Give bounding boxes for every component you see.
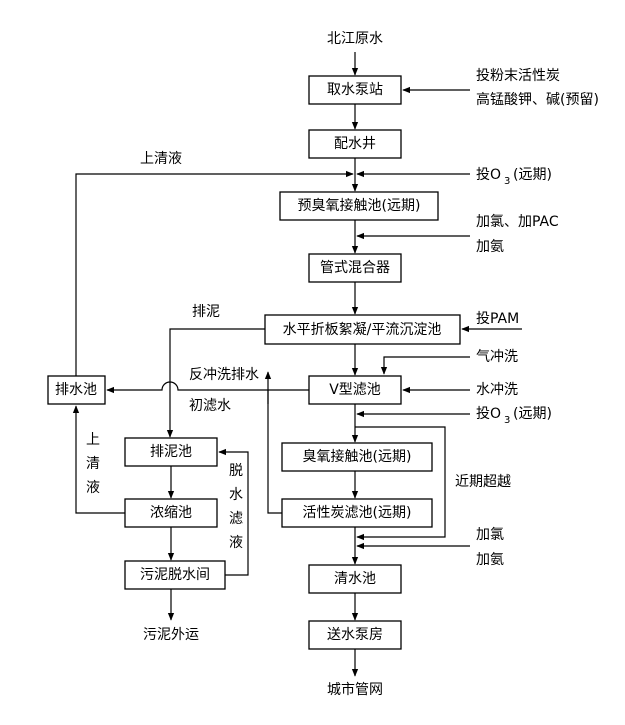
sludge-discharge-line bbox=[166, 328, 265, 438]
svg-text:水: 水 bbox=[229, 487, 243, 503]
arrow-air-wash bbox=[380, 356, 470, 375]
clear-well-box: 清水池 bbox=[308, 564, 402, 594]
svg-text:上: 上 bbox=[86, 432, 100, 448]
dewater-filtrate-label: 脱 水 滤 液 bbox=[229, 463, 243, 551]
clear-well-label: 清水池 bbox=[334, 571, 376, 587]
svg-text:清: 清 bbox=[86, 456, 100, 472]
water-wash-label: 水冲洗 bbox=[476, 382, 518, 398]
svg-text:液: 液 bbox=[86, 480, 100, 496]
drain-pool-box: 排水池 bbox=[47, 375, 106, 405]
svg-text:3: 3 bbox=[504, 176, 510, 187]
distribution-well-label: 配水井 bbox=[334, 136, 376, 152]
initial-filtrate-label: 初滤水 bbox=[189, 397, 231, 414]
air-wash-label: 气冲洗 bbox=[476, 349, 518, 365]
near-bypass-label: 近期超越 bbox=[455, 474, 511, 490]
dose-powder-carbon-label: 投粉末活性炭 bbox=[476, 68, 560, 84]
carbon-filter-label: 活性炭滤池(远期) bbox=[303, 505, 412, 521]
dose-ozone-1-label: 投O 3 (远期) bbox=[476, 167, 552, 187]
svg-text:(远期): (远期) bbox=[513, 167, 552, 183]
pre-ozone-box: 预臭氧接触池(远期) bbox=[279, 191, 439, 221]
sludge-out-label: 污泥外运 bbox=[143, 627, 199, 643]
supernatant-left-label: 上 清 液 bbox=[86, 432, 100, 496]
supernatant-top-label: 上清液 bbox=[140, 151, 182, 167]
dose-ozone-2-label: 投O 3 (远期) bbox=[476, 406, 552, 426]
svg-text:(远期): (远期) bbox=[513, 406, 552, 422]
v-filter-box: V型滤池 bbox=[308, 375, 402, 405]
initial-filtrate-line bbox=[267, 390, 282, 514]
distribution-well-box: 配水井 bbox=[308, 129, 402, 159]
dewatering-label: 污泥脱水间 bbox=[140, 567, 210, 583]
dewater-filtrate-line bbox=[218, 448, 249, 576]
backwash-drain-line bbox=[106, 381, 309, 394]
intake-pump-box: 取水泵站 bbox=[308, 75, 402, 105]
dose-ammonia-2-label: 加氨 bbox=[476, 552, 504, 568]
intake-pump-label: 取水泵站 bbox=[327, 82, 383, 98]
dewatering-box: 污泥脱水间 bbox=[124, 560, 226, 590]
sludge-discharge-label: 排泥 bbox=[192, 304, 220, 320]
svg-text:投O: 投O bbox=[476, 406, 501, 422]
dose-pam-label: 投PAM bbox=[476, 311, 519, 327]
backwash-drain-label: 反冲洗排水 bbox=[189, 367, 259, 383]
thickener-supernatant-line bbox=[72, 405, 125, 514]
svg-text:投O: 投O bbox=[476, 167, 501, 183]
carbon-filter-box: 活性炭滤池(远期) bbox=[281, 498, 433, 528]
svg-text:液: 液 bbox=[229, 535, 243, 551]
sludge-pool-box: 排泥池 bbox=[124, 437, 218, 467]
pipe-mixer-box: 管式混合器 bbox=[308, 253, 402, 283]
svg-text:脱: 脱 bbox=[229, 463, 243, 479]
delivery-pump-label: 送水泵房 bbox=[327, 627, 383, 643]
source-label: 北江原水 bbox=[327, 31, 383, 47]
flocculation-box: 水平折板絮凝/平流沉淀池 bbox=[264, 314, 461, 345]
svg-text:滤: 滤 bbox=[229, 511, 243, 527]
supernatant-return-line bbox=[75, 170, 354, 376]
pipe-mixer-label: 管式混合器 bbox=[320, 260, 390, 276]
delivery-pump-box: 送水泵房 bbox=[308, 620, 402, 650]
thickener-box: 浓缩池 bbox=[124, 498, 218, 528]
sludge-pool-label: 排泥池 bbox=[150, 444, 192, 460]
svg-text:3: 3 bbox=[504, 415, 510, 426]
near-bypass-line bbox=[355, 426, 446, 541]
thickener-label: 浓缩池 bbox=[150, 505, 192, 521]
dose-ammonia-1-label: 加氨 bbox=[476, 239, 504, 255]
ozone-contact-box: 臭氧接触池(远期) bbox=[281, 442, 433, 472]
drain-pool-label: 排水池 bbox=[55, 382, 97, 398]
dose-chlorine-2-label: 加氯 bbox=[476, 527, 504, 543]
ozone-contact-label: 臭氧接触池(远期) bbox=[303, 448, 412, 465]
dose-chlorine-pac-label: 加氯、加PAC bbox=[476, 214, 559, 230]
v-filter-label: V型滤池 bbox=[329, 382, 381, 398]
dose-permanganate-label: 高锰酸钾、碱(预留) bbox=[476, 91, 599, 108]
flocculation-label: 水平折板絮凝/平流沉淀池 bbox=[283, 321, 442, 338]
pre-ozone-label: 预臭氧接触池(远期) bbox=[298, 197, 421, 214]
city-network-label: 城市管网 bbox=[327, 681, 383, 698]
